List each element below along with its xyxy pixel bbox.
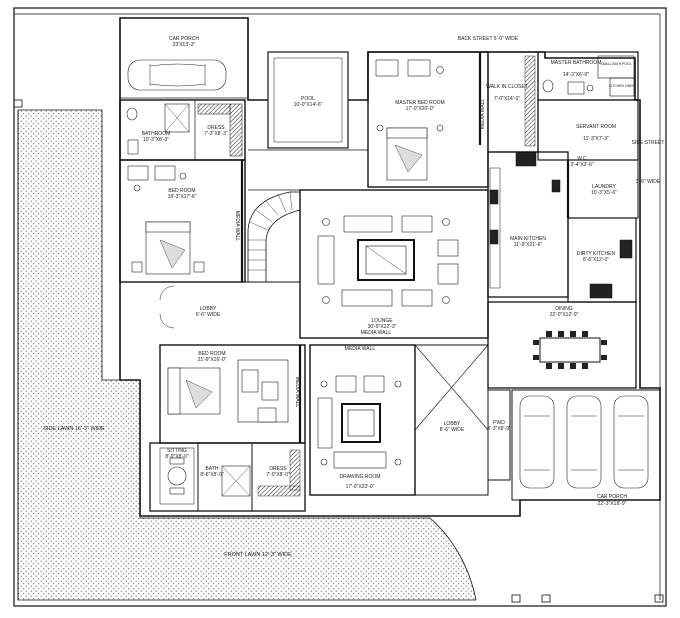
media-wall-master: MEDIA WALL [480,99,486,130]
laundry-dim: 10'-3"X5'-6" [591,190,617,196]
sitting-dim: 8'-9"X8'-0" [165,454,188,460]
dining-name: DINING [555,306,573,312]
lounge [299,189,489,339]
lounge-name: LOUNGE [371,318,393,324]
dirty-kitchen-name: DIRTY KITCHEN [577,251,616,257]
media-wall-lounge: MEDIA WALL [361,330,392,336]
car-icon-1 [519,395,555,489]
master-bed-dim: 17'-0"X20'-0" [406,106,435,112]
pool [267,51,349,149]
master-bed-name: MASTER BED ROOM [395,100,444,106]
laundry-name: LAUNDRY [592,184,616,190]
walk-in-closet-name: WALK IN CLOSET [486,84,528,90]
media-wall-bed-top: MEDIA WALL [234,211,240,242]
bed-room-top-name: BED ROOM [168,188,195,194]
walk-in-closet-dim: 7'-0"X14'-0" [494,96,520,102]
car-porch-bottom-name: CAR PORCH [597,494,627,500]
master-bath-name: MASTER BATHROOM [551,60,602,66]
bathroom-name: BATHROOM [142,131,171,137]
dress-top-name: DRESS [207,125,225,131]
lobby-left-dim: 6'-6" WIDE [196,312,221,318]
car-porch-bottom-dim: 22'-3"X18'-9" [598,501,627,507]
dirty-kitchen-dim: 8'-6"X12'-0" [583,257,609,263]
pool-dim: 10'-0"X14'-6" [294,102,323,108]
drawing-name: DRAWING ROOM [340,474,381,480]
dress-bottom-dim: 7'-0"X8'-0" [266,472,289,478]
pool-name: POOL [301,96,315,102]
plot-boundary [13,7,667,607]
car-icon-3 [613,395,649,489]
dining-table [539,337,601,363]
wc-name: W.C [577,156,587,162]
small-bath-label: SMALL BATH POOL [600,62,631,66]
master-bath-dim: 14'-3"X6'-0" [563,72,589,78]
bed-room-bottom-dim: 21'-9"X16'-0" [198,357,227,363]
pwd-dim: 3'-3"X8'-9" [487,426,510,432]
drawing-dim: 17'-0"X23'-0" [346,484,375,490]
kitchen-linen-label: KITCHEN LINEN [609,84,635,88]
bed-room-top-dim: 18'-3"X17'-6" [168,194,197,200]
dining-dim: 22'-0"X12'-9" [550,312,579,318]
bed-room-bottom-name: BED ROOM [198,351,225,357]
servant-name: SERVANT ROOM [576,124,616,130]
car-icon-2 [566,395,602,489]
main-kitchen-name: MAIN KITCHEN [510,236,546,242]
toilet-icon [126,107,138,121]
lobby-center-name: LOBBY [444,421,461,427]
back-street-label: BACK STREET 5'-0" WIDE [458,36,519,42]
dress-bottom-name: DRESS [269,466,287,472]
bathroom-dim: 10'-3"X8'-3" [143,137,169,143]
sitting-name: SITTING [167,448,187,454]
stove-icon [515,151,537,167]
chair-icon [127,165,149,181]
front-lawn-label: FRONT LAWN 12'-3" WIDE [224,552,292,558]
side-lawn-label: SIDE LAWN 16'-3" WIDE [43,426,105,432]
media-wall-bed-bottom: MEDIA WALL [294,377,300,408]
media-wall-drawing: MEDIA WALL [345,346,376,352]
staircase [247,191,301,282]
car-icon [127,59,227,91]
lobby-left-name: LOBBY [200,306,217,312]
servant-dim: 11'-3"X7'-3" [583,136,609,142]
side-street-name: SIDE STREET [632,140,665,146]
pwd-name: PWD [493,420,505,426]
lawn-area [17,109,477,601]
car-porch-top-name: CAR PORCH [169,36,199,42]
car-porch-top [119,17,249,99]
car-porch-top-dim: 23'X13'-3" [173,42,196,48]
wardrobe-top [229,103,243,157]
sofa-top-left [343,215,393,233]
wc-dim: 3'-4"X3'-6" [570,162,593,168]
side-street-width: 3'-6" WIDE [636,179,661,185]
dress-top-dim: 7'-3"X8'-3" [204,131,227,137]
bath-bottom-dim: 8'-6"X8'-0" [200,472,223,478]
sink-icon [127,139,139,155]
lobby-center-dim: 8'-6" WIDE [440,427,465,433]
bath-bottom-name: BATH [206,466,219,472]
lounge-dim: 30'-9"X22'-3" [368,324,397,330]
dirty-stove-icon [589,283,613,299]
main-kitchen-dim: 11'-9"X21'-6" [514,242,543,248]
